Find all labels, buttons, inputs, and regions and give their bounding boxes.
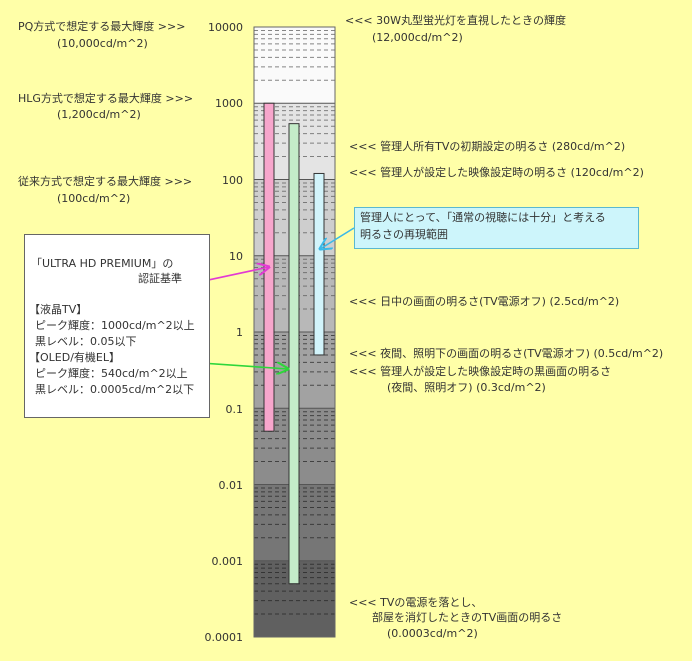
hlg-max-label: HLG方式で想定する最大輝度 >>> [18,92,194,105]
fluorescent-value: (12,000cd/m^2) [372,31,463,44]
calibrated-black-label: <<< 管理人が設定した映像設定時の黒画面の明るさ [349,365,612,378]
tick-label-0.0001: 0.0001 [204,631,244,644]
tv-calibrated-label: <<< 管理人が設定した映像設定時の明るさ (120cd/m^2) [349,166,644,179]
callout-line-1: 管理人にとって、「通常の視聴には十分」と考える [360,211,606,224]
tick-label-10: 10 [229,250,243,263]
comfortable-range-callout: 管理人にとって、「通常の視聴には十分」と考える 明るさの再現範囲 [354,207,639,249]
spec-title-2: 認証基準 [138,272,182,285]
spec-title: 「ULTRA HD PREMIUM」の [31,257,174,270]
hlg-max-value: (1,200cd/m^2) [57,108,141,121]
calibrated-black-note: (夜間、照明オフ) (0.3cd/m^2) [387,381,546,394]
comfortable-range-arrow [320,227,355,249]
tick-label-1: 1 [236,326,243,339]
pq-max-label: PQ方式で想定する最大輝度 >>> [18,20,186,33]
spec-oled-black: 黒レベル：0.0005cd/m^2以下 [35,383,195,396]
spec-lcd-black: 黒レベル：0.05以下 [35,335,137,348]
tv-off-label: <<< TVの電源を落とし、 [349,596,483,609]
scale-frame [253,26,336,638]
tick-label-10000: 10000 [208,21,243,34]
tick-label-0.001: 0.001 [211,555,244,568]
comfortable-range-bar [313,172,325,356]
sdr-max-label: 従来方式で想定する最大輝度 >>> [18,175,193,188]
fluorescent-label: <<< 30W丸型蛍光灯を直視したときの輝度 [345,14,567,27]
scale-decade [254,27,335,104]
night-lit-off-label: <<< 夜間、照明下の画面の明るさ(TV電源オフ) (0.5cd/m^2) [349,347,664,360]
spec-oled-peak: ピーク輝度：540cd/m^2以上 [35,367,188,380]
tv-off-label-2: 部屋を消灯したときのTV画面の明るさ [372,611,563,624]
sdr-max-value: (100cd/m^2) [57,192,131,205]
tv-off-value: (0.0003cd/m^2) [387,627,478,640]
tick-label-1000: 1000 [215,97,243,110]
spec-oled-header: 【OLED/有機EL】 [29,351,120,364]
tick-label-0.01: 0.01 [218,479,244,492]
tick-label-0.1: 0.1 [225,403,244,416]
uhd-premium-spec-box: 「ULTRA HD PREMIUM」の 認証基準 【液晶TV】 ピーク輝度：10… [24,234,210,418]
spec-lcd-peak: ピーク輝度：1000cd/m^2以上 [35,319,195,332]
tick-label-100: 100 [222,174,243,187]
spec-lcd-header: 【液晶TV】 [29,303,88,316]
tv-default-label: <<< 管理人所有TVの初期設定の明るさ (280cd/m^2) [349,140,626,153]
pq-max-value: (10,000cd/m^2) [57,37,148,50]
daylight-off-label: <<< 日中の画面の明るさ(TV電源オフ) (2.5cd/m^2) [349,295,620,308]
oled-range-bar [288,123,300,585]
callout-line-2: 明るさの再現範囲 [360,228,448,241]
